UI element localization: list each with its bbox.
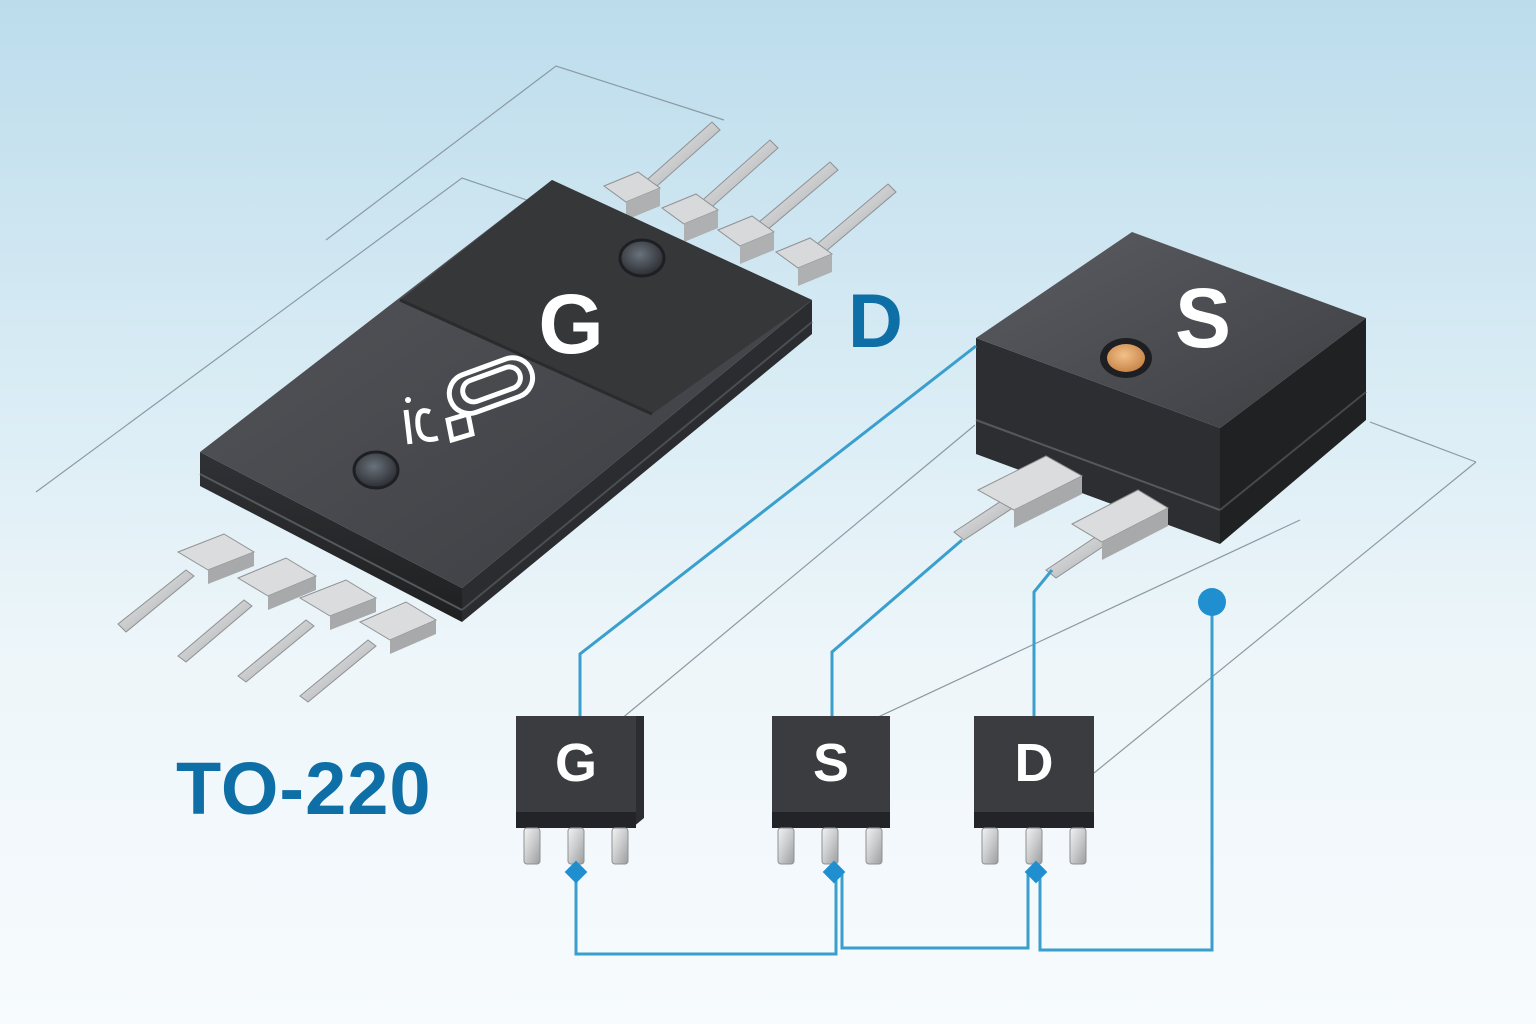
pinout-packages [516,716,1094,865]
package-title: TO-220 [176,747,432,830]
logo-icon [403,355,536,445]
pinout-label-s: S [812,733,850,793]
side-package [953,232,1367,579]
main-gate-label: G [538,277,604,371]
back-pins [602,121,897,286]
wiring [574,344,1214,956]
wire-terminal-dot [1198,588,1226,616]
wire-gate [578,344,977,716]
front-pins [117,533,438,703]
junction-diamonds [564,860,1048,884]
construction-lines [35,65,1477,774]
pinout-package-s [772,716,890,865]
pinout-label-d: D [1014,733,1054,793]
wire-bus [574,874,838,956]
wire-bus-2 [840,874,1030,950]
wire-drain-return [1038,604,1214,952]
side-source-label: S [1174,271,1232,365]
pinout-package-d [974,716,1094,865]
pinout-package-g [516,716,644,865]
wire-drain [1032,569,1054,716]
wire-source [830,538,963,716]
drain-label: D [848,279,903,364]
pinout-label-g: G [554,733,597,793]
main-package [117,121,897,703]
